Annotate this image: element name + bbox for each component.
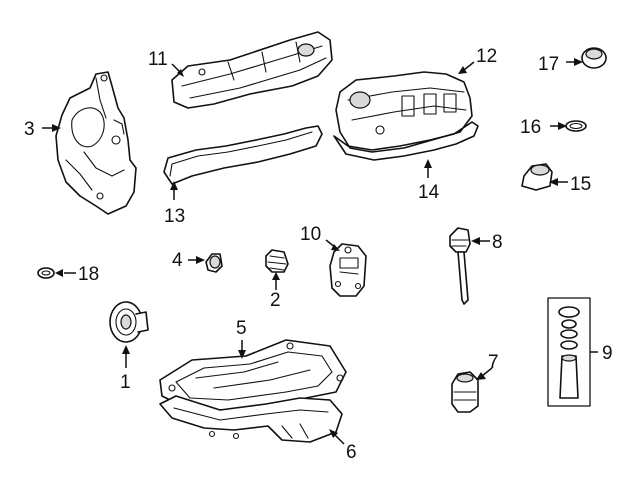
valve-cover-right-part xyxy=(335,71,473,153)
callout-number-5: 5 xyxy=(236,318,247,339)
dipstick-part xyxy=(449,227,471,305)
callout-13: 13 xyxy=(164,181,185,227)
callout-10: 10 xyxy=(300,224,340,251)
callout-number-13: 13 xyxy=(164,206,185,227)
callout-number-12: 12 xyxy=(476,46,497,67)
washer-part xyxy=(37,267,55,279)
callout-number-7: 7 xyxy=(488,352,499,373)
callout-4: 4 xyxy=(172,250,205,271)
o-ring-part xyxy=(565,120,587,132)
callout-12: 12 xyxy=(458,46,497,74)
callout-6: 6 xyxy=(329,429,357,463)
callout-number-9: 9 xyxy=(602,343,613,364)
callout-18: 18 xyxy=(55,264,99,285)
callout-number-14: 14 xyxy=(418,182,440,203)
callout-number-2: 2 xyxy=(270,290,281,311)
filler-neck-part xyxy=(521,163,553,191)
callout-3: 3 xyxy=(24,119,61,140)
callout-number-18: 18 xyxy=(78,264,99,285)
callout-number-17: 17 xyxy=(538,54,559,75)
callout-17: 17 xyxy=(538,54,583,75)
callout-number-3: 3 xyxy=(24,119,35,140)
callout-number-15: 15 xyxy=(570,174,591,195)
timing-cover-part xyxy=(55,71,137,215)
callout-5: 5 xyxy=(236,318,247,359)
callout-number-4: 4 xyxy=(172,250,183,271)
filter-kit-box xyxy=(547,297,591,407)
callout-11: 11 xyxy=(148,49,184,77)
callout-number-10: 10 xyxy=(300,224,321,245)
callouts: 1 2 3 4 5 6 7 xyxy=(24,46,613,463)
oil-pan-part xyxy=(159,339,347,443)
callout-15: 15 xyxy=(549,174,591,195)
callout-1: 1 xyxy=(120,345,131,393)
callout-7: 7 xyxy=(476,352,499,380)
callout-number-6: 6 xyxy=(346,442,357,463)
callout-2: 2 xyxy=(270,272,281,311)
callout-8: 8 xyxy=(471,232,503,253)
valve-cover-gasket-right-part xyxy=(333,121,479,161)
callout-number-16: 16 xyxy=(520,117,541,138)
callout-14: 14 xyxy=(418,159,440,203)
callout-9: 9 xyxy=(590,343,613,364)
valve-cover-left-part xyxy=(171,31,333,109)
oil-filter-part xyxy=(451,371,479,413)
callout-number-8: 8 xyxy=(492,232,503,253)
callout-number-11: 11 xyxy=(148,49,168,70)
valve-cover-gasket-left-part xyxy=(163,125,323,185)
sensor-part xyxy=(265,249,289,273)
oil-filler-cap-part xyxy=(581,47,607,69)
pulley-part xyxy=(109,301,149,343)
callout-number-1: 1 xyxy=(120,372,131,393)
filter-housing-part xyxy=(329,243,367,297)
seal-plug-part xyxy=(205,253,223,273)
callout-16: 16 xyxy=(520,117,567,138)
